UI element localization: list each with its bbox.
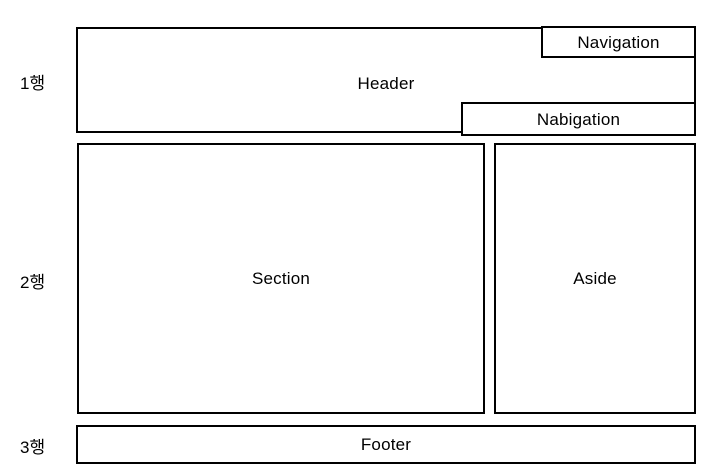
footer-label: Footer [360, 435, 412, 454]
section-label: Section [251, 269, 311, 288]
nabigation-box: Nabigation [461, 102, 696, 136]
nabigation-label: Nabigation [536, 109, 621, 129]
navigation-label: Navigation [577, 32, 660, 52]
row-label-2: 2행 [20, 272, 46, 292]
row-label-3: 3행 [20, 437, 46, 457]
aside-box: Aside [494, 143, 696, 414]
section-box: Section [77, 143, 485, 414]
footer-box: Footer [76, 425, 696, 464]
aside-label: Aside [573, 269, 617, 288]
navigation-box: Navigation [541, 26, 696, 58]
row-label-1: 1행 [20, 73, 46, 93]
header-label: Header [357, 73, 415, 93]
